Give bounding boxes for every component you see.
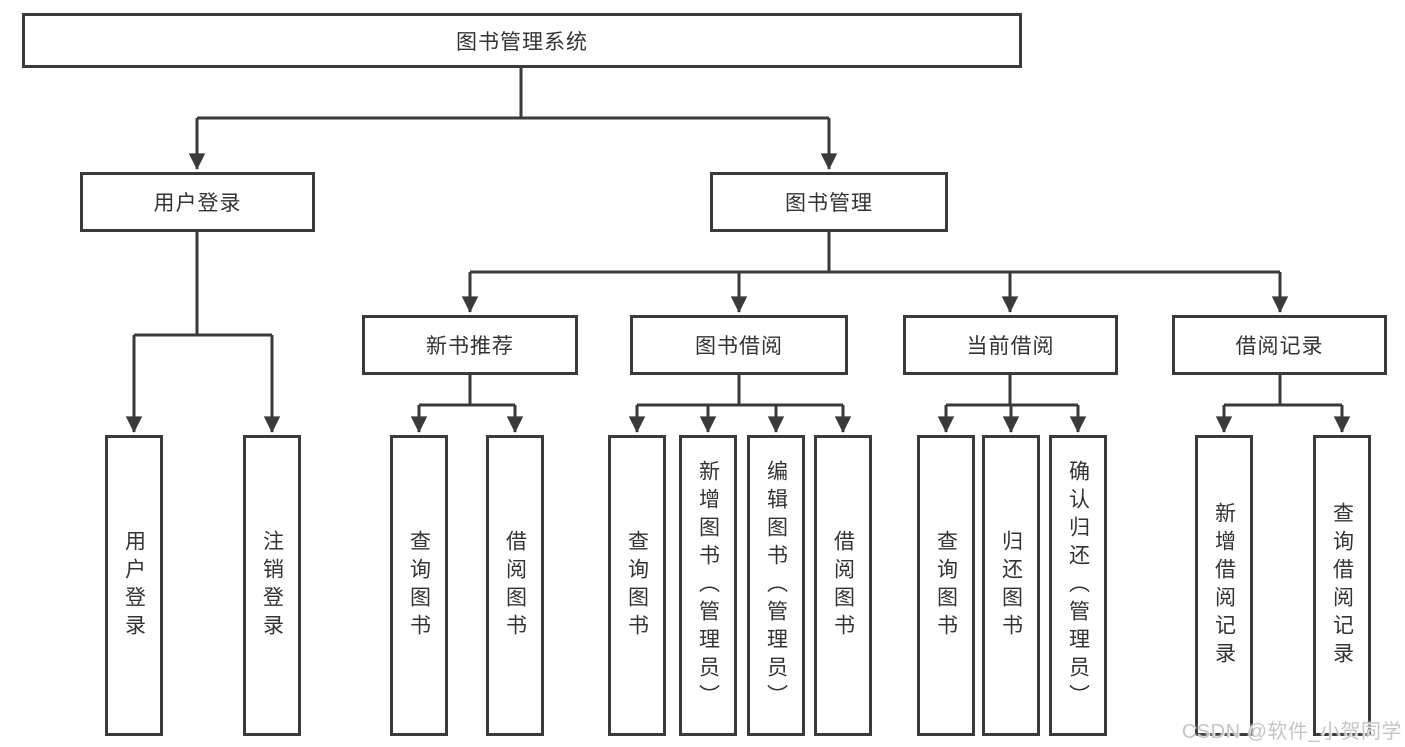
leaf-borrowing-edit-books-admin: 编辑图书（管理员） [747, 435, 805, 736]
leaf-current-return-books: 归还图书 [982, 435, 1040, 736]
node-current-borrowing: 当前借阅 [903, 315, 1118, 375]
leaf-recommend-borrow-books: 借阅图书 [486, 435, 544, 736]
node-book-management: 图书管理 [710, 172, 948, 232]
leaf-recommend-query-books: 查询图书 [390, 435, 448, 736]
leaf-records-query-borrow-record: 查询借阅记录 [1313, 435, 1371, 736]
leaf-current-query-books: 查询图书 [917, 435, 975, 736]
node-book-borrowing: 图书借阅 [630, 315, 848, 375]
node-library-management-system: 图书管理系统 [22, 13, 1022, 68]
leaf-borrowing-add-books-admin: 新增图书（管理员） [679, 435, 737, 736]
node-borrowing-records: 借阅记录 [1172, 315, 1387, 375]
leaf-logout: 注销登录 [243, 435, 301, 736]
csdn-watermark: CSDN @软件_小贺同学 [1181, 721, 1402, 743]
leaf-borrowing-borrow-books: 借阅图书 [814, 435, 872, 736]
node-new-book-recommendation: 新书推荐 [362, 315, 578, 375]
leaf-user-login: 用户登录 [105, 435, 163, 736]
leaf-current-confirm-return-admin: 确认归还（管理员） [1049, 435, 1107, 736]
leaf-records-add-borrow-record: 新增借阅记录 [1195, 435, 1253, 736]
node-user-login: 用户登录 [80, 172, 315, 232]
leaf-borrowing-query-books: 查询图书 [608, 435, 666, 736]
